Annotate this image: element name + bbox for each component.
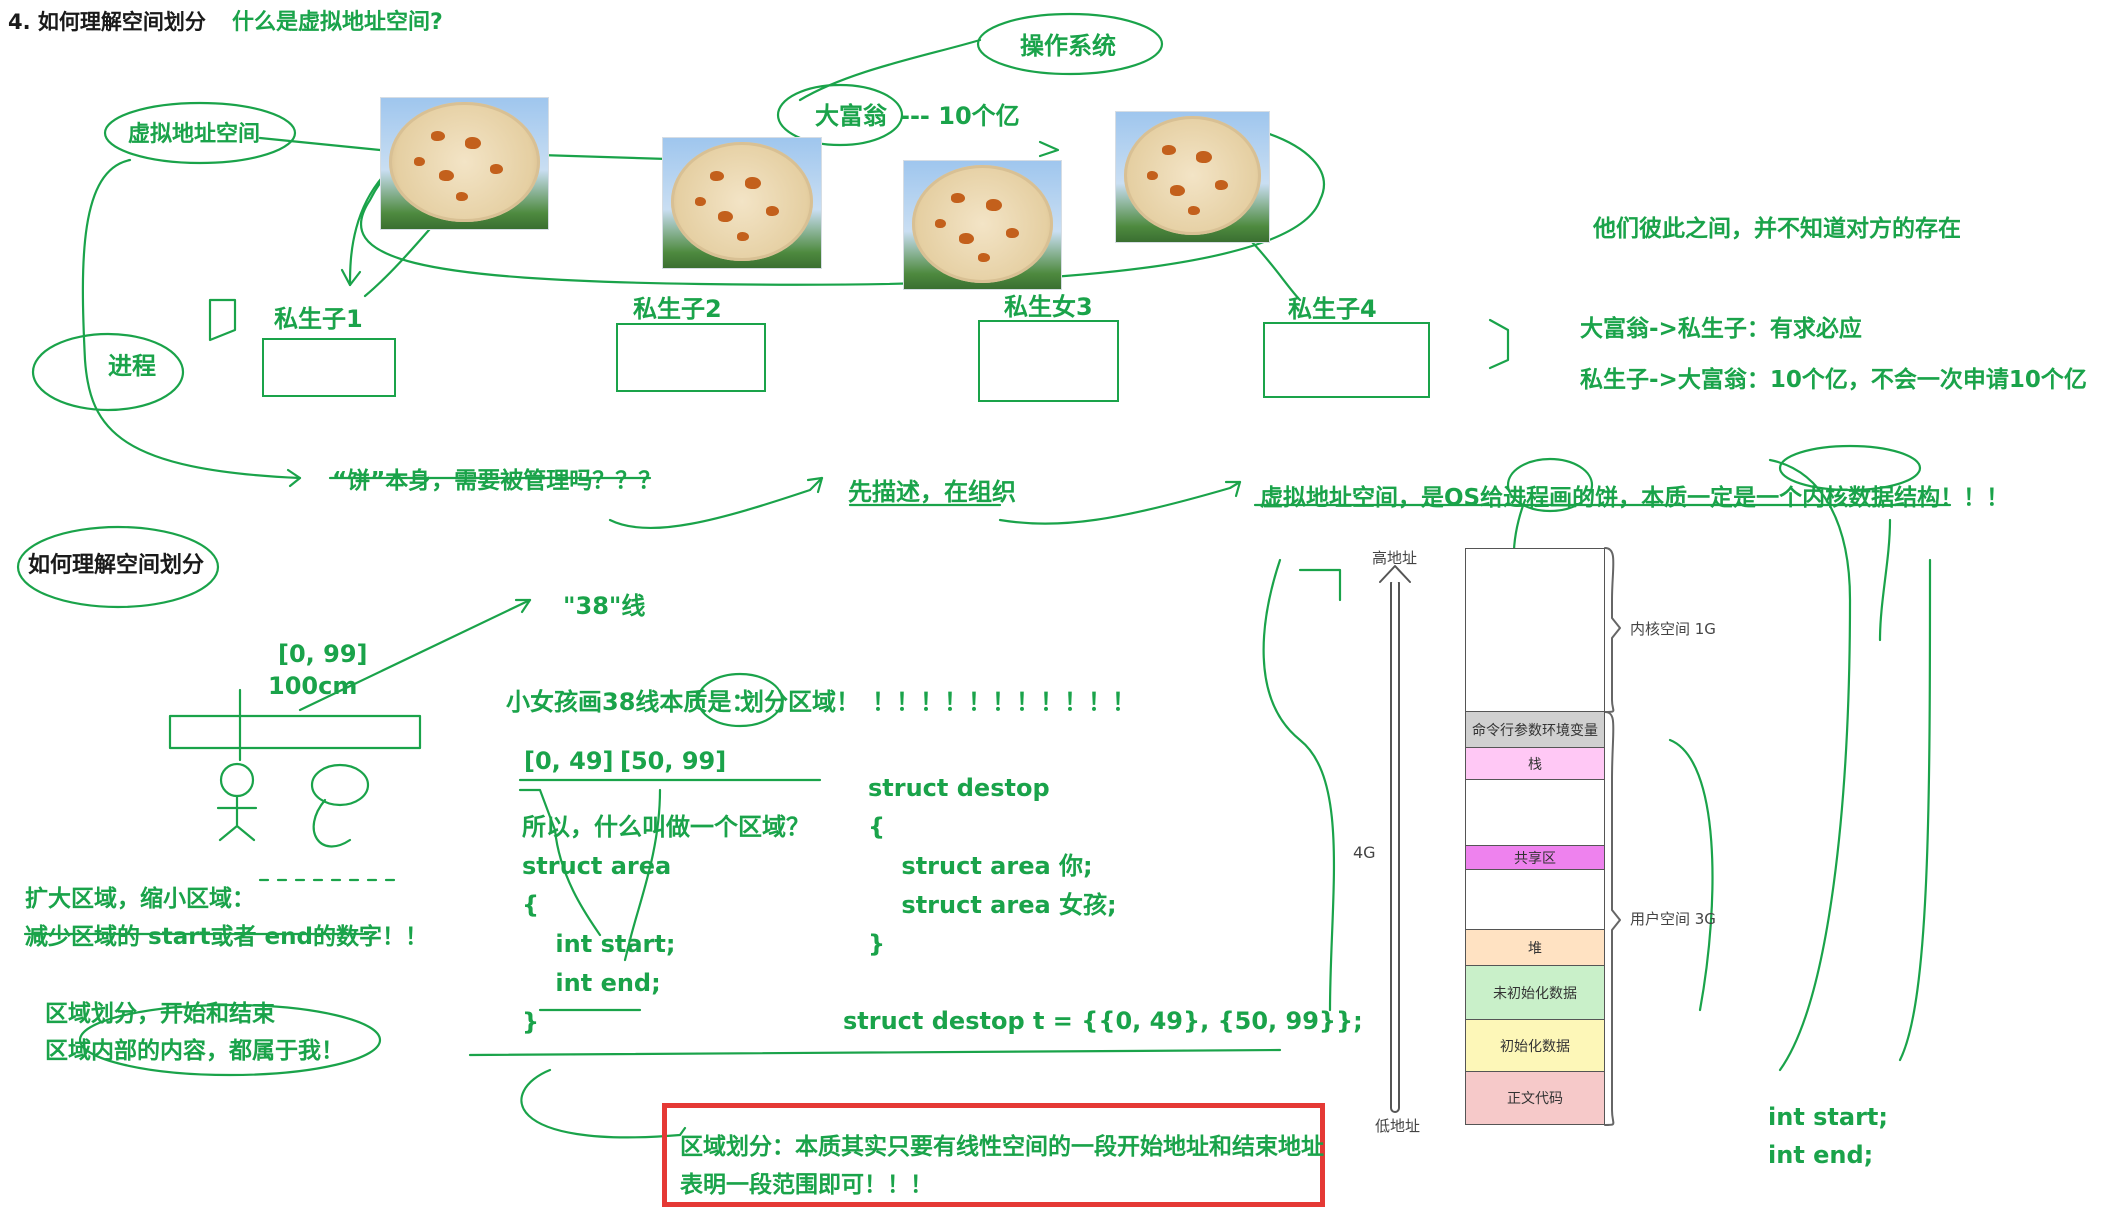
code-line: } (522, 1008, 540, 1036)
note-cake-managed: “饼”本身，需要被管理吗？？？ (332, 468, 662, 494)
note-describe-organize: 先描述，在组织 (848, 478, 1016, 506)
rich-man-label: 大富翁 (815, 102, 887, 130)
cake-image-2 (662, 137, 822, 269)
code-line: int end; (522, 969, 661, 997)
section-heading: 4. 如何理解空间划分 (8, 10, 206, 34)
child-label-4: 私生子4 (1288, 295, 1377, 323)
seg-cmdline-env: 命令行参数环境变量 (1465, 712, 1605, 748)
code-init-line: struct destop t = {{0, 49}, {50, 99}}; (843, 1007, 1363, 1035)
range-b-label: [50, 99] (620, 747, 727, 775)
amount-label: --- 10个亿 (900, 102, 1020, 130)
child-box-4 (1263, 322, 1430, 398)
note-rich-to-child: 大富翁->私生子：有求必应 (1580, 316, 1862, 342)
cake-image-3 (903, 160, 1062, 290)
child-box-3 (978, 320, 1119, 402)
kernel-space-label: 内核空间 1G (1630, 620, 1716, 638)
seg-heap: 堆 (1465, 930, 1605, 966)
note-child-to-rich: 私生子->大富翁：10个亿，不会一次申请10个亿 (1580, 367, 2087, 393)
code-line: int start; (522, 930, 676, 958)
note-divide-begin-end: 区域划分，开始和结束 (45, 1001, 275, 1027)
code-line: struct destop (868, 774, 1050, 802)
child-box-1 (262, 338, 396, 397)
note-vas-essence: 虚拟地址空间，是OS给进程画的饼，本质一定是一个内核数据结构！！！ (1260, 485, 2010, 511)
code-line: 所以，什么叫做一个区域？ (522, 813, 810, 841)
note-belongs-me: 区域内部的内容，都属于我！ (45, 1038, 344, 1064)
child-label-2: 私生子2 (633, 295, 722, 323)
right-code-start: int start; (1768, 1103, 1888, 1131)
process-label: 进程 (108, 352, 156, 380)
seg-data: 初始化数据 (1465, 1020, 1605, 1072)
total-size-label: 4G (1353, 843, 1376, 862)
child-box-2 (616, 323, 766, 392)
seg-gap-2 (1465, 870, 1605, 930)
seg-text: 正文代码 (1465, 1072, 1605, 1125)
conclusion-line-2: 表明一段范围即可！！！ (680, 1172, 933, 1198)
high-address-label: 高地址 (1372, 549, 1418, 567)
range-a-label: [0, 49] (524, 747, 614, 775)
code-line: struct area 你; (868, 852, 1093, 880)
seg-stack: 栈 (1465, 748, 1605, 780)
conclusion-box (662, 1103, 1325, 1207)
note-expand-shrink: 扩大区域，缩小区域： (25, 886, 255, 912)
code-line: } (868, 930, 886, 958)
user-space-label: 用户空间 3G (1630, 910, 1716, 928)
note-reduce-start-end: 减少区域的 start或者 end的数字！！ (25, 924, 428, 950)
section2-heading: 如何理解空间划分 (28, 553, 205, 578)
exclaim-text: ！！！！！！！！！！！ (872, 688, 1136, 716)
line38-label: "38"线 (563, 592, 646, 620)
section-subtitle: 什么是虚拟地址空间? (232, 10, 443, 35)
right-code-end: int end; (1768, 1141, 1874, 1169)
code-line: struct area (522, 852, 672, 880)
code-line: struct area 女孩; (868, 891, 1117, 919)
cake-image-1 (380, 97, 549, 230)
conclusion-line-1: 区域划分：本质其实只要有线性空间的一段开始地址和结束地址 (680, 1134, 1324, 1160)
seg-kernel (1465, 548, 1605, 712)
code-line: { (868, 813, 886, 841)
virtual-space-label: 虚拟地址空间 (128, 122, 261, 147)
girl-line-text: 小女孩画38线本质是： (506, 688, 756, 716)
code-destop-block: struct destop { struct area 你; struct ar… (868, 769, 1117, 964)
os-label: 操作系统 (1020, 32, 1116, 60)
code-line: { (522, 891, 540, 919)
cake-image-4 (1115, 111, 1270, 243)
seg-shared: 共享区 (1465, 846, 1605, 870)
seg-bss: 未初始化数据 (1465, 966, 1605, 1020)
child-label-3: 私生女3 (1004, 293, 1093, 321)
low-address-label: 低地址 (1375, 1117, 1421, 1135)
child-label-1: 私生子1 (274, 305, 363, 333)
code-area-block: 所以，什么叫做一个区域？ struct area { int start; in… (522, 808, 810, 1042)
range-full-label: [0, 99] (278, 640, 368, 668)
divide-area-text: 划分区域！ (740, 688, 860, 716)
seg-gap-1 (1465, 780, 1605, 846)
note-unaware: 他们彼此之间，并不知道对方的存在 (1593, 216, 1961, 242)
length-label: 100cm (268, 672, 358, 700)
